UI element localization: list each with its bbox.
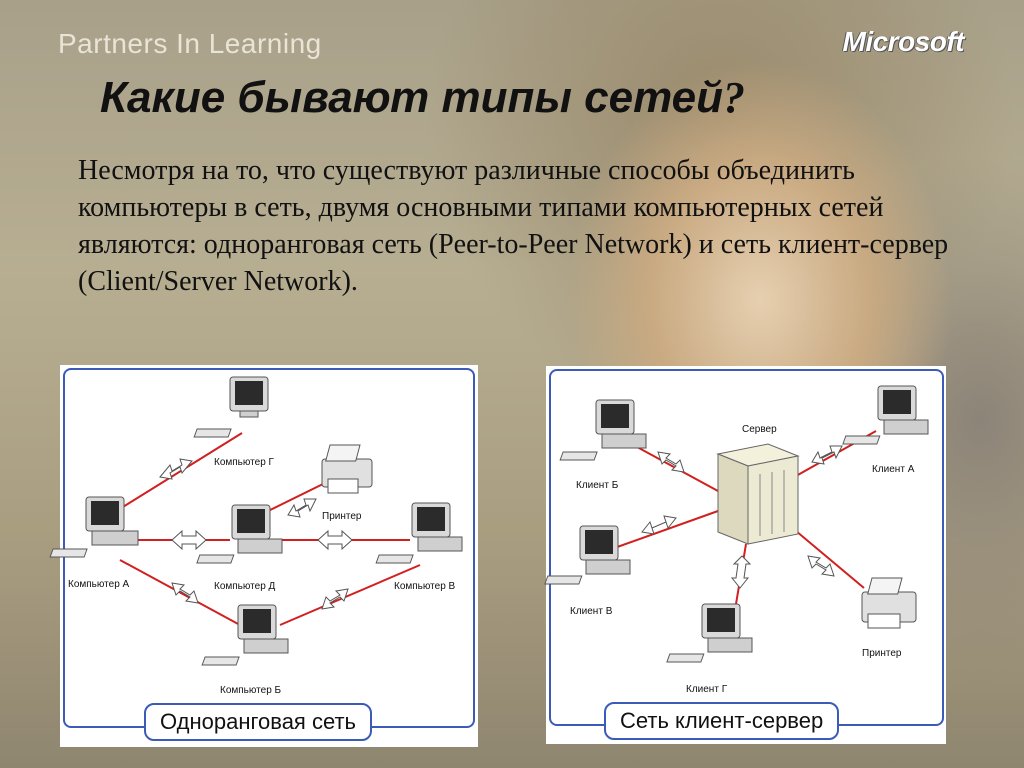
label-computer-g: Компьютер Г <box>214 457 275 468</box>
computer-icon <box>842 385 929 445</box>
computer-icon <box>201 604 289 666</box>
server-icon <box>716 443 800 545</box>
label-client-b: Клиент Б <box>576 480 619 491</box>
link-a-b <box>119 559 241 626</box>
label-client-g: Клиент Г <box>686 684 728 695</box>
diagram-caption: Сеть клиент-сервер <box>604 702 840 740</box>
computer-icon <box>666 603 753 663</box>
title-question-mark: ? <box>723 73 746 122</box>
arrow-icon <box>321 588 349 610</box>
peer-network-diagram: Компьютер Г Принтер Компьютер А Компьюте… <box>49 365 478 747</box>
arrow-icon <box>657 451 685 473</box>
transfer-arrows <box>159 458 353 610</box>
label-printer: Принтер <box>862 648 902 659</box>
computer-icon <box>193 376 269 438</box>
link-printer <box>795 530 865 589</box>
arrow-icon <box>730 555 752 589</box>
intro-paragraph: Несмотря на то, что существуют различные… <box>78 155 949 297</box>
printer-icon <box>321 444 373 494</box>
label-computer-v: Компьютер В <box>394 581 456 592</box>
peer-network-svg: Компьютер Г Принтер Компьютер А Компьюте… <box>49 376 463 696</box>
transfer-arrows <box>641 445 843 589</box>
label-computer-b: Компьютер Б <box>220 685 282 696</box>
label-client-a: Клиент А <box>872 464 915 475</box>
brand-text: Partners In Learning <box>58 28 322 59</box>
printer-icon <box>861 577 917 629</box>
arrow-icon <box>287 498 317 518</box>
link-d-printer <box>259 482 326 516</box>
label-server: Сервер <box>742 424 777 435</box>
computer-icon <box>559 399 647 461</box>
diagram-caption: Одноранговая сеть <box>144 703 372 741</box>
computer-icon <box>544 525 631 585</box>
link-client-b <box>625 440 719 492</box>
arrow-icon <box>641 515 677 535</box>
link-client-v <box>605 510 719 552</box>
computer-icon <box>375 502 463 564</box>
computer-icon <box>49 496 139 558</box>
arrow-icon <box>317 529 353 551</box>
title-text: Какие бывают типы сетей <box>100 73 724 122</box>
label-computer-a: Компьютер А <box>68 579 130 590</box>
arrow-icon <box>811 445 843 465</box>
label-computer-d: Компьютер Д <box>214 581 276 592</box>
microsoft-logo: Microsoft <box>842 26 965 57</box>
arrow-icon <box>159 458 193 480</box>
link-a-g <box>117 432 243 511</box>
client-server-svg: Сервер Клиент Б Клиент А Клиент В Клиент… <box>544 385 929 695</box>
label-client-v: Клиент В <box>570 606 613 617</box>
arrow-icon <box>171 529 207 551</box>
arrow-icon <box>807 555 835 577</box>
client-server-diagram: Сервер Клиент Б Клиент А Клиент В Клиент… <box>544 366 946 744</box>
network-links <box>117 432 421 626</box>
link-b-v <box>279 564 421 626</box>
computer-icon <box>196 504 283 564</box>
label-printer: Принтер <box>322 511 362 522</box>
arrow-icon <box>171 582 199 604</box>
slide-title: Какие бывают типы сетей? <box>100 72 745 123</box>
